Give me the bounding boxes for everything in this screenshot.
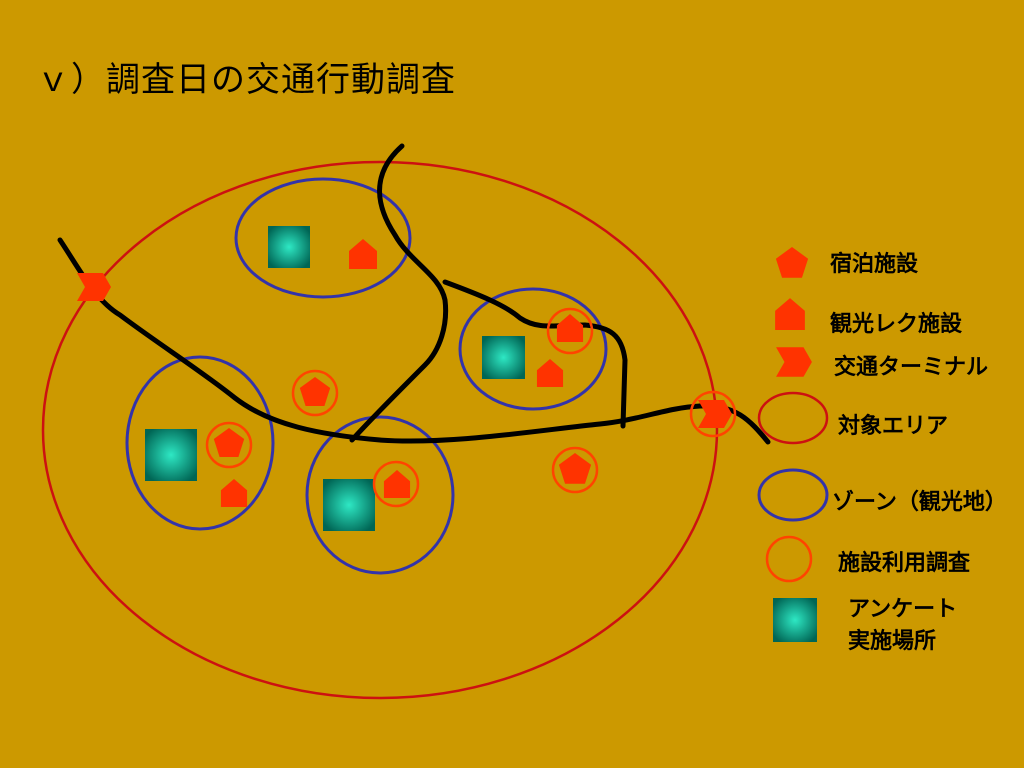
facility-survey-circle — [372, 460, 420, 508]
transport-terminal-icon — [698, 400, 732, 428]
facility-survey-circle — [551, 446, 599, 494]
questionnaire-location-icon — [268, 226, 310, 268]
road-east — [442, 279, 628, 429]
questionnaire-location-icon — [323, 479, 375, 531]
page-title: ｖ）調査日の交通行動調査 — [36, 60, 456, 100]
legend-ellipse-outline-icon — [757, 391, 829, 445]
road-network — [57, 143, 771, 445]
tourism-facility-icon — [556, 314, 584, 342]
legend-gradient-square-icon — [773, 598, 817, 642]
zone-ellipse — [234, 177, 412, 299]
legend-label-questionnaire-line2: 実施場所 — [848, 629, 937, 654]
tourism-facility-icon — [220, 479, 248, 507]
legend-label-terminal: 交通ターミナル — [834, 355, 989, 380]
zone-ellipse — [458, 287, 608, 411]
legend-house-icon — [775, 298, 805, 330]
legend-label-facility-survey: 施設利用調査 — [838, 551, 971, 576]
lodging-facility-icon — [213, 428, 245, 457]
legend-label-tourism: 観光レク施設 — [830, 312, 963, 337]
road-north — [349, 143, 449, 443]
legend-ellipse-outline-icon — [757, 468, 829, 522]
questionnaire-location-icon — [145, 429, 197, 481]
transport-terminal-icon — [77, 273, 111, 301]
legend-circle-outline-icon — [765, 535, 813, 583]
legend-label-zone: ゾーン（観光地） — [832, 490, 1007, 515]
target-area-ellipse — [41, 160, 719, 700]
lodging-facility-icon — [299, 377, 331, 406]
legend-label-target-area: 対象エリア — [838, 414, 949, 439]
facility-survey-circle — [291, 369, 339, 417]
tourism-facility-icon — [349, 239, 377, 269]
legend-label-questionnaire-line1: アンケート — [848, 597, 958, 622]
facility-survey-circle — [205, 421, 253, 469]
tourism-facility-icon — [383, 470, 411, 498]
zone-ellipse — [125, 355, 275, 531]
facility-survey-circle — [689, 390, 737, 438]
lodging-facility-icon — [558, 453, 592, 484]
tourism-facility-icon — [536, 359, 564, 387]
road-main — [57, 237, 771, 445]
facility-survey-circle — [546, 307, 594, 355]
legend — [757, 247, 829, 642]
legend-label-lodging: 宿泊施設 — [830, 252, 919, 277]
questionnaire-location-icon — [482, 336, 525, 379]
legend-pentagon-icon — [775, 247, 809, 278]
legend-label-questionnaire: アンケート 実施場所 — [848, 594, 957, 658]
zone-ellipse — [305, 415, 455, 575]
legend-chevron-arrow-icon — [776, 347, 812, 377]
